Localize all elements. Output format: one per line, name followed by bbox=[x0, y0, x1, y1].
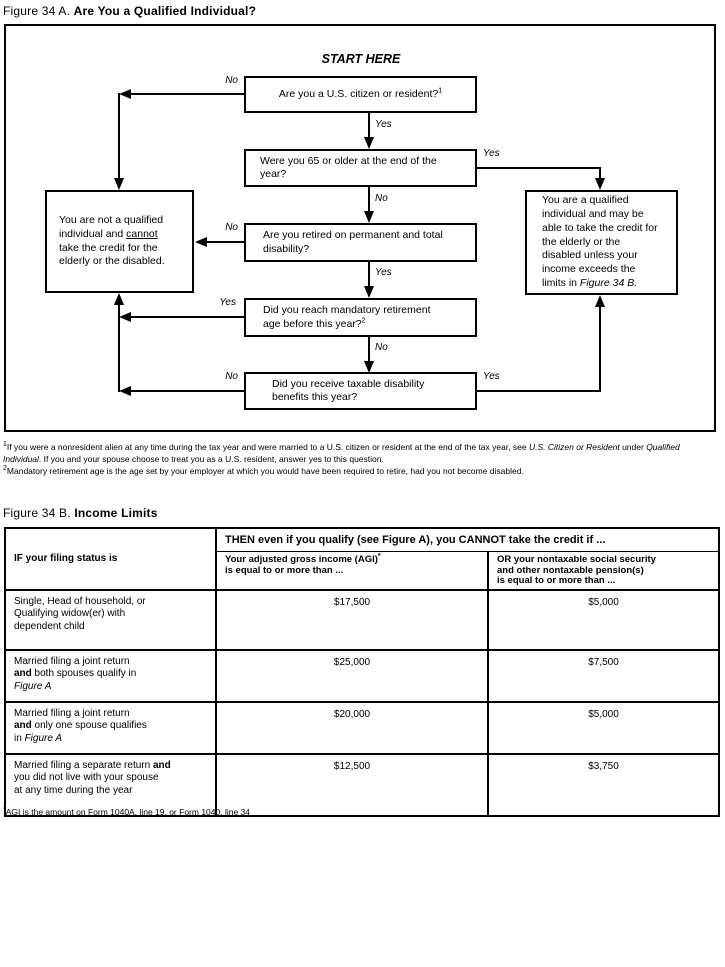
flow-box-disability-text: Are you retired on permanent and total d… bbox=[263, 229, 443, 255]
flow-box-not-qualified-text: You are not a qualified individual and c… bbox=[59, 213, 165, 268]
flow-connector bbox=[599, 307, 601, 392]
flow-box-mandatory-retirement-text: Did you reach mandatory retirement age b… bbox=[263, 304, 431, 330]
flowchart-footnotes: 1If you were a nonresident alien at any … bbox=[3, 441, 717, 477]
flow-box-qualified: You are a qualified individual and may b… bbox=[525, 190, 678, 295]
figure-a-title: Are You a Qualified Individual? bbox=[73, 4, 257, 18]
flow-connector bbox=[368, 337, 370, 361]
flow-box-qualified-text: You are a qualified individual and may b… bbox=[542, 194, 658, 289]
edge-label-yes: Yes bbox=[483, 148, 500, 159]
edge-label-no: No bbox=[225, 75, 238, 86]
edge-label-yes: Yes bbox=[483, 371, 500, 382]
edge-label-yes: Yes bbox=[219, 297, 236, 308]
edge-label-no: No bbox=[375, 342, 388, 353]
flow-box-disability: Are you retired on permanent and total d… bbox=[244, 223, 477, 262]
flow-box-not-qualified: You are not a qualified individual and c… bbox=[45, 190, 194, 293]
flow-arrowhead-down bbox=[595, 178, 605, 190]
start-here-label: START HERE bbox=[321, 52, 401, 66]
flow-arrowhead-down bbox=[114, 178, 124, 190]
flow-box-age65-text: Were you 65 or older at the end of the y… bbox=[260, 154, 437, 181]
flow-connector bbox=[207, 241, 244, 243]
then-header: THEN even if you qualify (see Figure A),… bbox=[214, 527, 721, 552]
filing-status-header: IF your filing status is bbox=[4, 527, 217, 591]
agi-column-header: Your adjusted gross income (AGI)*is equa… bbox=[215, 551, 489, 591]
flow-connector bbox=[118, 93, 120, 178]
income-limits-table: IF your filing status is THEN even if yo… bbox=[4, 527, 721, 817]
figure-b-title: Income Limits bbox=[74, 506, 158, 520]
edge-label-no: No bbox=[375, 193, 388, 204]
flow-arrowhead-left bbox=[195, 237, 207, 247]
figure-b-label: Figure 34 B. bbox=[3, 506, 71, 520]
flow-connector bbox=[368, 187, 370, 211]
page-title-figure-b: Figure 34 B. Income Limits bbox=[3, 506, 158, 520]
edge-label-yes: Yes bbox=[375, 267, 392, 278]
edge-label-no: No bbox=[225, 222, 238, 233]
edge-label-no: No bbox=[225, 371, 238, 382]
flow-box-age65: Were you 65 or older at the end of the y… bbox=[244, 149, 477, 187]
flow-box-citizen-text: Are you a U.S. citizen or resident?1 bbox=[278, 87, 443, 100]
ss-amount-cell: $7,500 bbox=[486, 648, 721, 703]
flow-connector bbox=[131, 390, 244, 392]
agi-amount-cell: $12,500 bbox=[215, 752, 489, 817]
agi-footnote: *AGI is the amount on Form 1040A, line 1… bbox=[3, 806, 251, 817]
flow-box-taxable-benefits-text: Did you receive taxable disability benef… bbox=[272, 377, 425, 404]
flow-connector bbox=[118, 305, 120, 392]
flow-box-mandatory-retirement: Did you reach mandatory retirement age b… bbox=[244, 298, 477, 337]
ss-amount-cell: $3,750 bbox=[486, 752, 721, 817]
footnote-2: 2Mandatory retirement age is the age set… bbox=[3, 465, 524, 476]
figure-a-label: Figure 34 A. bbox=[3, 4, 71, 18]
ss-amount-cell: $5,000 bbox=[486, 700, 721, 755]
flow-arrowhead-down bbox=[364, 286, 374, 298]
flow-arrowhead-down bbox=[364, 137, 374, 149]
flow-connector bbox=[131, 316, 244, 318]
agi-amount-cell: $25,000 bbox=[215, 648, 489, 703]
flow-arrowhead-left bbox=[119, 312, 131, 322]
flow-arrowhead-down bbox=[364, 211, 374, 223]
flow-box-taxable-benefits: Did you receive taxable disability benef… bbox=[244, 372, 477, 410]
flow-connector bbox=[477, 390, 601, 392]
flow-arrowhead-left bbox=[119, 89, 131, 99]
flow-arrowhead-up bbox=[114, 293, 124, 305]
flow-connector bbox=[368, 113, 370, 137]
agi-amount-cell: $20,000 bbox=[215, 700, 489, 755]
edge-label-yes: Yes bbox=[375, 119, 392, 130]
page-title-figure-a: Figure 34 A. Are You a Qualified Individ… bbox=[3, 4, 256, 18]
flow-connector bbox=[599, 167, 601, 178]
flow-arrowhead-left bbox=[119, 386, 131, 396]
flow-arrowhead-down bbox=[364, 361, 374, 373]
agi-amount-cell: $17,500 bbox=[215, 588, 489, 651]
flow-connector bbox=[368, 262, 370, 286]
flow-box-citizen: Are you a U.S. citizen or resident?1 bbox=[244, 76, 477, 113]
footnote-1: 1If you were a nonresident alien at any … bbox=[3, 441, 680, 464]
flow-connector bbox=[131, 93, 244, 95]
flow-arrowhead-up bbox=[595, 295, 605, 307]
ss-amount-cell: $5,000 bbox=[486, 588, 721, 651]
flow-connector bbox=[477, 167, 601, 169]
